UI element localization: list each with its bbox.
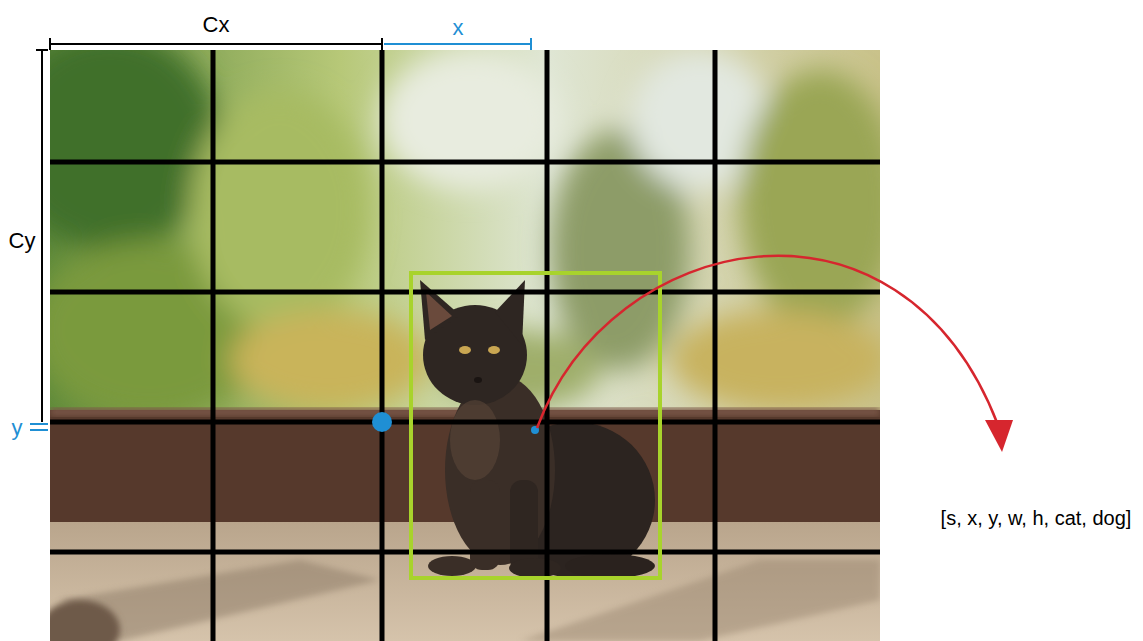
dimension-label: Cx [203, 14, 230, 36]
dimension-label: y [12, 417, 23, 439]
cat-photo [50, 50, 880, 641]
y-offset-dimension [30, 424, 48, 430]
grid-lines [50, 50, 880, 641]
pointer-arrow [537, 256, 998, 428]
bounding-box [411, 273, 660, 578]
output-vector: [s, x, y, w, h, cat, dog] [941, 508, 1132, 528]
arrow-head [985, 420, 1013, 452]
dimension-label: x [453, 17, 464, 39]
cy-dimension [36, 50, 48, 422]
cell-corner-dot [372, 412, 392, 432]
cat-figure [420, 280, 655, 578]
dimension-label: Cy [9, 230, 36, 252]
x-offset-dimension [384, 38, 531, 50]
cx-dimension [50, 38, 382, 50]
